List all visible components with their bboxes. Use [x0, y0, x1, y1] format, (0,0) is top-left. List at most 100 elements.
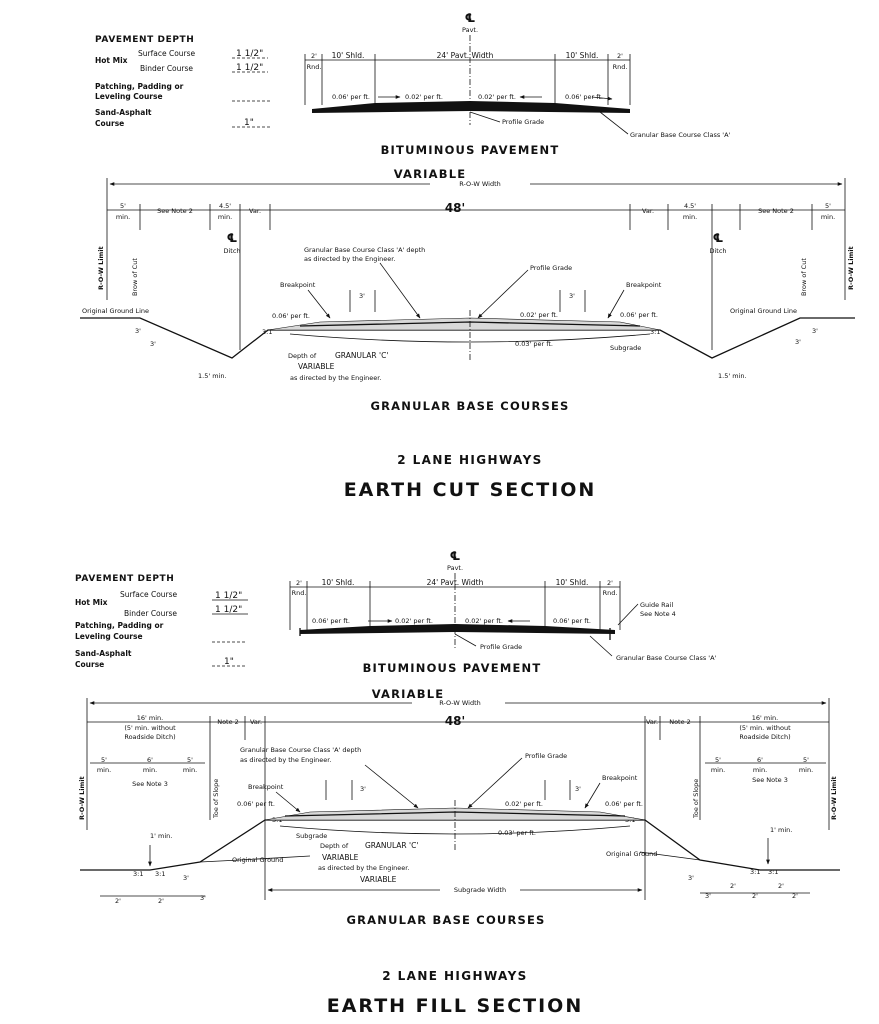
original-ground-left: Original Ground — [232, 856, 283, 864]
min5-right-a: 5' — [715, 756, 721, 764]
var-left-dim: Var. — [249, 207, 261, 215]
granular-c-label: GRANULAR 'C' — [365, 841, 418, 850]
row-variable-label: VARIABLE — [394, 167, 467, 181]
dim2-fill-3: 2' — [730, 882, 736, 890]
cut-pavement-depth-table: PAVEMENT DEPTH Hot Mix Surface Course 1 … — [95, 35, 270, 128]
min45-left-dim: 4.5' — [219, 202, 231, 210]
granular-caption: GRANULAR BASE COURSES — [370, 399, 569, 413]
breakpoint-left: Breakpoint — [248, 783, 284, 791]
breakpoint-right: Breakpoint — [626, 281, 662, 289]
granular-note-2: as directed by the Engineer. — [304, 255, 395, 263]
row-limit-right: R-O-W Limit — [830, 776, 838, 820]
dim3-fill-4: 3' — [705, 892, 711, 900]
without-right-2: Roadside Ditch) — [739, 733, 790, 741]
dim2-fill-1: 2' — [115, 897, 121, 905]
profile-grade-label: Profile Grade — [525, 752, 567, 760]
granular-note-1: Granular Base Course Class 'A' depth — [240, 746, 361, 754]
slope-pave-right: 0.02' per ft. — [478, 93, 516, 101]
binder-course-value: 1 1/2" — [236, 63, 263, 73]
depth-of-label: Depth of — [320, 842, 349, 850]
granular-base-label: Granular Base Course Class 'A' — [616, 654, 717, 662]
original-ground-right: Original Ground — [606, 850, 657, 858]
min5-left-label: min. — [116, 213, 130, 221]
surface-course-value: 1 1/2" — [236, 49, 263, 59]
patching-label-1: Patching, Padding or — [95, 82, 184, 91]
shld-right-dim: 10' Shld. — [556, 578, 589, 587]
rnd-left-label: Rnd. — [307, 63, 322, 71]
slope-shld-right: 0.06' per ft. — [565, 93, 603, 101]
guide-rail-label-2: See Note 4 — [640, 610, 676, 618]
slope-pave-right: 0.02' per ft. — [465, 617, 503, 625]
directed-label: as directed by the Engineer. — [290, 374, 381, 382]
pavement-depth-heading: PAVEMENT DEPTH — [95, 35, 194, 45]
binder-course-value: 1 1/2" — [215, 605, 242, 615]
shld-left-dim: 10' Shld. — [322, 578, 355, 587]
slope31-left: 3:1 — [262, 328, 272, 336]
dim3-fill-2: 3' — [200, 894, 206, 902]
min45-right-label: min. — [683, 213, 697, 221]
cut-subtitle: 2 LANE HIGHWAYS — [397, 453, 542, 467]
fill-pavement-depth-table: PAVEMENT DEPTH Hot Mix Surface Course 1 … — [75, 574, 248, 669]
centerline-pavt-label: Pavt. — [462, 26, 478, 34]
patching-label-1: Patching, Padding or — [75, 621, 164, 630]
fill-bituminous-pavement: ℄ Pavt. 2' Rnd. 10' Shld. 24' Pavt. Widt… — [289, 549, 717, 675]
cut-granular-base-courses: VARIABLE R-O-W Width 5' min. See Note 2 … — [80, 167, 855, 413]
sand-asphalt-label-1: Sand-Asphalt — [75, 649, 132, 658]
see-note3-left: See Note 3 — [132, 780, 168, 788]
dim3-left: 3' — [359, 292, 365, 300]
patching-label-2: Leveling Course — [95, 92, 163, 101]
pavement-depth-heading: PAVEMENT DEPTH — [75, 574, 174, 584]
brow-of-cut-right: Brow of Cut — [800, 258, 808, 296]
slope-shld-left: 0.06' per ft. — [332, 93, 370, 101]
centerline-pavt-label: Pavt. — [447, 564, 463, 572]
sand-asphalt-label-1: Sand-Asphalt — [95, 108, 152, 117]
shld-left-dim: 10' Shld. — [332, 51, 365, 60]
note2-left: Note 2 — [217, 718, 239, 726]
slope006-left: 0.06' per ft. — [237, 800, 275, 808]
brow-of-cut-left: Brow of Cut — [131, 258, 139, 296]
cut-section: PAVEMENT DEPTH Hot Mix Surface Course 1 … — [80, 11, 855, 501]
min5-right-a-lbl: min. — [711, 766, 725, 774]
granular-base-layer — [267, 317, 661, 331]
granular-note-1: Granular Base Course Class 'A' depth — [304, 246, 425, 254]
binder-course-label: Binder Course — [124, 609, 177, 618]
original-ground-left: Original Ground Line — [82, 307, 149, 315]
slope-shld-left: 0.06' per ft. — [312, 617, 350, 625]
rnd-right-dim: 2' — [617, 52, 623, 60]
fill-subtitle: 2 LANE HIGHWAYS — [382, 969, 527, 983]
min45-right-dim: 4.5' — [684, 202, 696, 210]
min15-right: 1.5' min. — [718, 372, 747, 380]
toe-of-slope-left: Toe of Slope — [212, 779, 220, 819]
profile-grade-label: Profile Grade — [480, 643, 522, 651]
var-left: Var. — [250, 718, 262, 726]
cut-title: EARTH CUT SECTION — [344, 479, 597, 501]
row-width-label: R-O-W Width — [439, 699, 481, 707]
see-note2-right: See Note 2 — [758, 207, 794, 215]
binder-course-label: Binder Course — [140, 64, 193, 73]
min5-right-label: min. — [821, 213, 835, 221]
guide-rail-label-1: Guide Rail — [640, 601, 673, 609]
ditch-right-label: Ditch — [709, 247, 726, 255]
dim3-small-2: 3' — [150, 340, 156, 348]
min45-left-label: min. — [218, 213, 232, 221]
rnd-right-dim: 2' — [607, 579, 613, 587]
hot-mix-label: Hot Mix — [75, 598, 108, 607]
min1-right: 1' min. — [770, 826, 792, 834]
granular-note-2: as directed by the Engineer. — [240, 756, 331, 764]
min6-right-lbl: min. — [753, 766, 767, 774]
slope-shld-right: 0.06' per ft. — [553, 617, 591, 625]
subgrade-width-label: Subgrade Width — [454, 886, 506, 894]
breakpoint-left: Breakpoint — [280, 281, 316, 289]
slope002-right: 0.02' per ft. — [520, 311, 558, 319]
min6-left-lbl: min. — [143, 766, 157, 774]
breakpoint-right: Breakpoint — [602, 774, 638, 782]
patching-label-2: Leveling Course — [75, 632, 143, 641]
depth-of-label: Depth of — [288, 352, 317, 360]
min5-left-a: 5' — [101, 756, 107, 764]
toe-of-slope-right: Toe of Slope — [692, 779, 700, 819]
sand-asphalt-label-2: Course — [75, 660, 104, 669]
dim3-small-4: 3' — [795, 338, 801, 346]
cut-bituminous-pavement: ℄ Pavt. 2' Rnd. 10' Shld. 24' Pavt. Widt… — [304, 11, 731, 157]
rnd-right-label: Rnd. — [603, 589, 618, 597]
